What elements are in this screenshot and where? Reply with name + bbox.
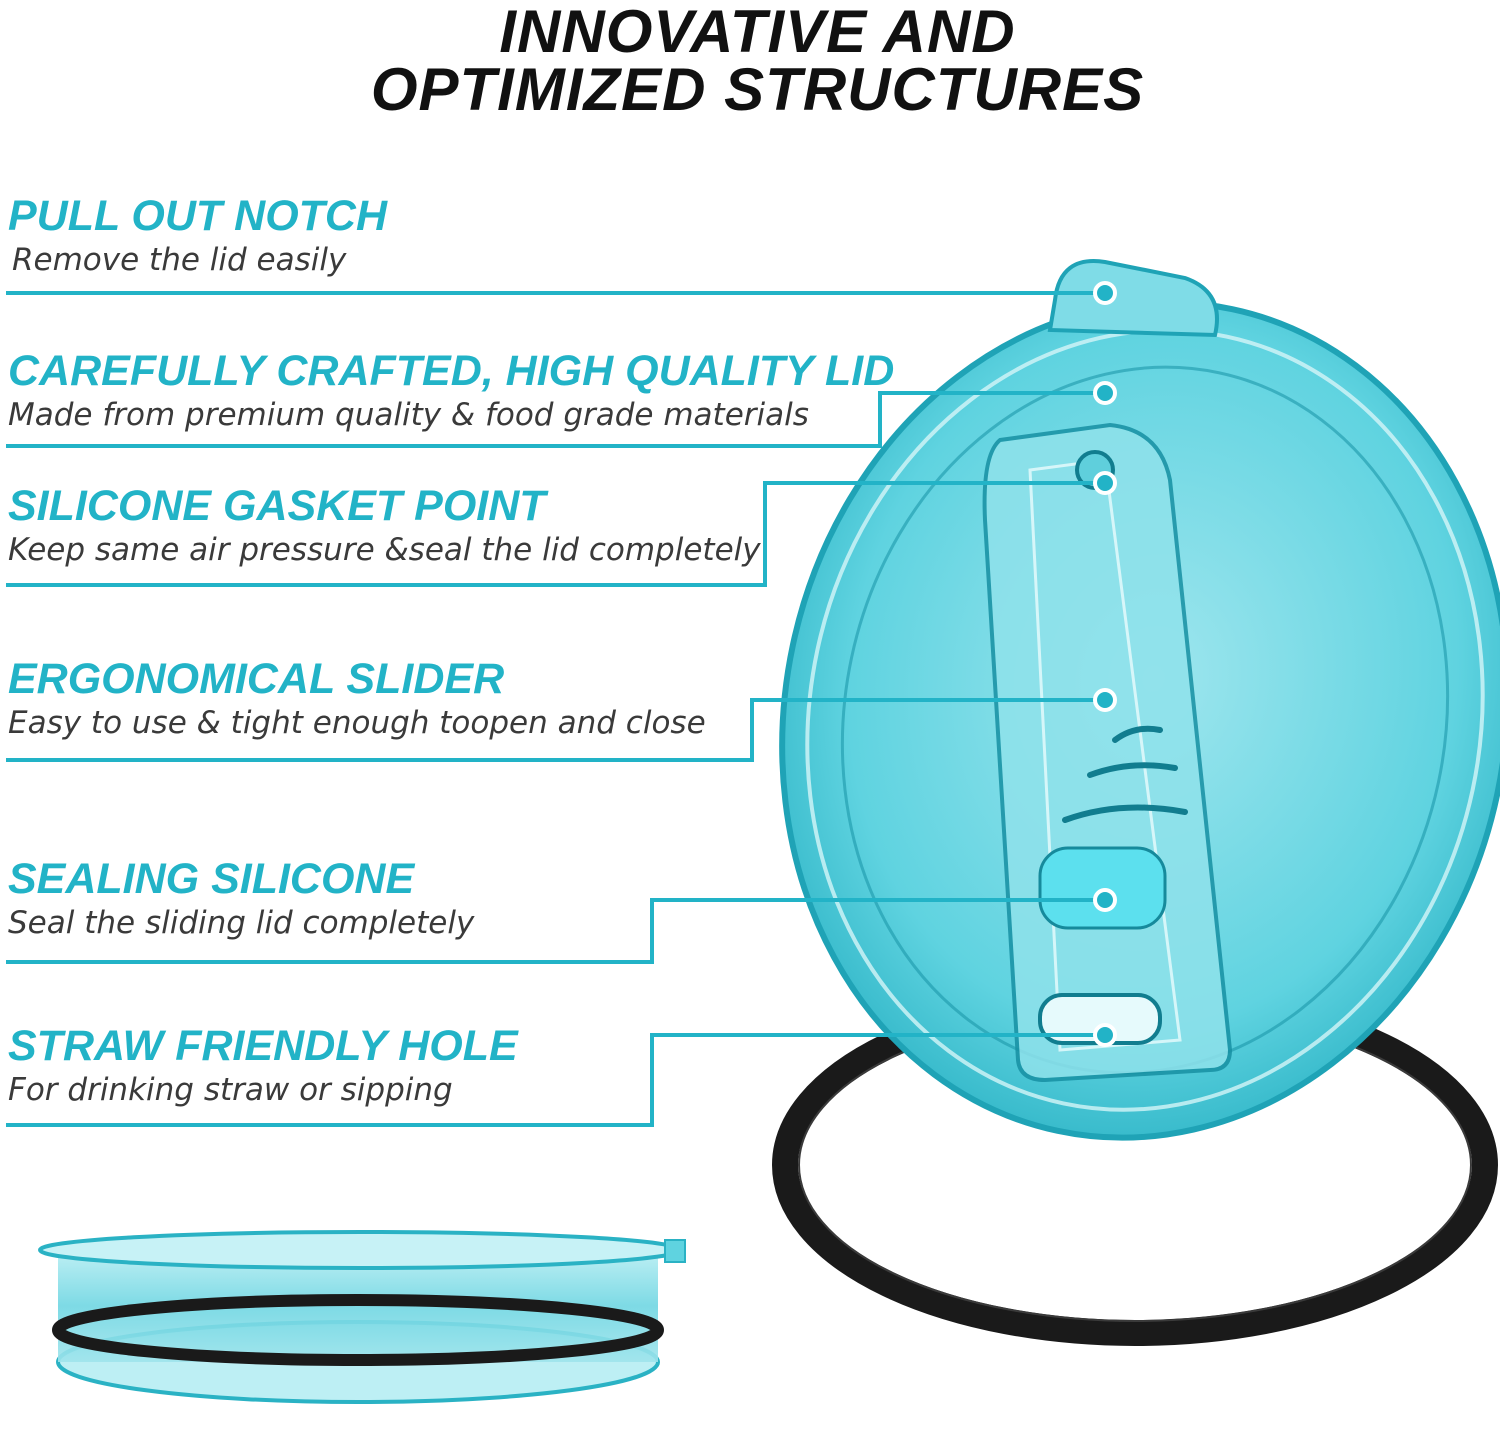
feature-heading: PULL OUT NOTCH xyxy=(8,192,388,240)
feature-heading: ERGONOMICAL SLIDER xyxy=(8,655,505,703)
feature-description: Made from premium quality & food grade m… xyxy=(8,397,809,433)
callout-line-straw-hole xyxy=(6,1033,1105,1127)
feature-heading: STRAW FRIENDLY HOLE xyxy=(8,1022,518,1070)
callout-dot xyxy=(1093,688,1117,712)
callout-dot xyxy=(1093,471,1117,495)
callout-dot xyxy=(1093,1023,1117,1047)
feature-description: Seal the sliding lid completely xyxy=(8,905,475,941)
feature-description: Keep same air pressure &seal the lid com… xyxy=(8,532,761,568)
feature-heading: SILICONE GASKET POINT xyxy=(8,482,546,530)
feature-description: Remove the lid easily xyxy=(12,242,347,278)
callout-line-lid xyxy=(6,391,1105,448)
feature-description: Easy to use & tight enough toopen and cl… xyxy=(8,705,706,741)
callout-line-gasket-point xyxy=(6,481,1105,587)
title-line-2: OPTIMIZED STRUCTURES xyxy=(370,56,1145,123)
lid-top-view xyxy=(779,259,1500,1141)
callout-dot xyxy=(1093,281,1117,305)
callout-dot xyxy=(1093,888,1117,912)
feature-heading: CAREFULLY CRAFTED, HIGH QUALITY LID xyxy=(8,347,895,395)
title-line-1: INNOVATIVE AND xyxy=(499,0,1016,65)
callout-dot xyxy=(1093,381,1117,405)
lid-side-view xyxy=(38,1230,686,1404)
feature-heading: SEALING SILICONE xyxy=(8,855,415,903)
feature-description: For drinking straw or sipping xyxy=(8,1072,453,1108)
callout-line-slider xyxy=(6,698,1105,762)
callout-line-sealing-silicone xyxy=(6,898,1105,964)
